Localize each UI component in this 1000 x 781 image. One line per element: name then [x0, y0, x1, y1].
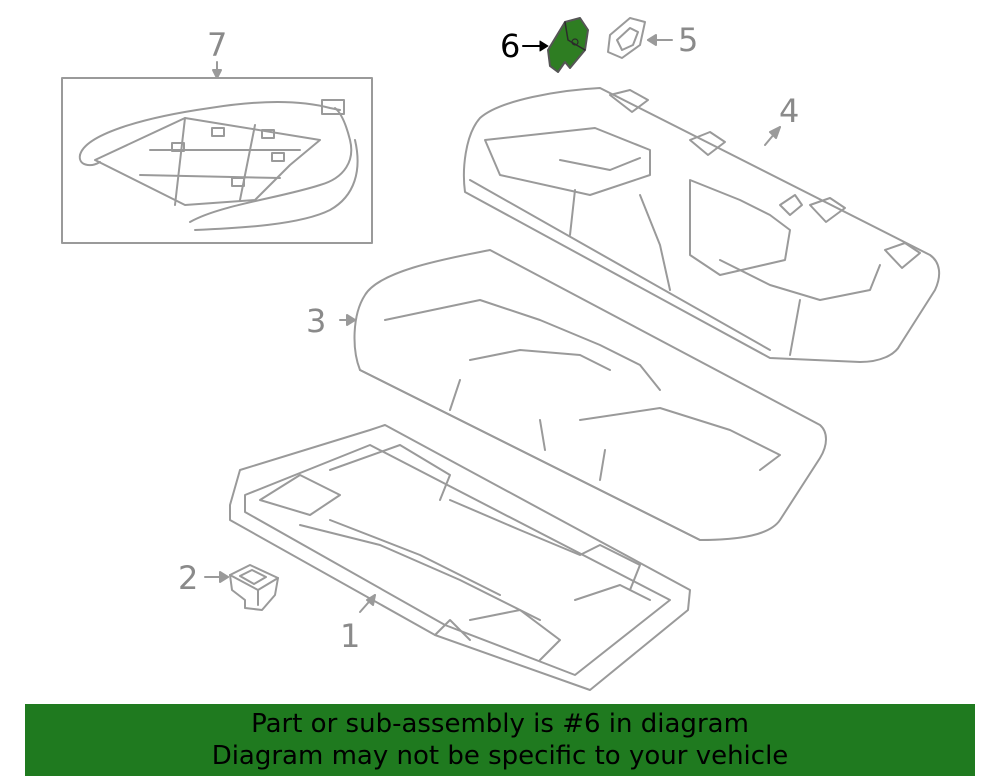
part-7-seat-heater[interactable] [61, 61, 373, 244]
banner-line-1: Part or sub-assembly is #6 in diagram [251, 709, 749, 739]
callout-5: 5 [678, 21, 699, 59]
callout-6: 6 [500, 27, 521, 65]
part-5-bezel[interactable] [607, 17, 673, 59]
info-banner: Part or sub-assembly is #6 in diagram Di… [25, 704, 975, 776]
callout-4: 4 [779, 92, 800, 130]
part-4-seat-back[interactable] [462, 87, 941, 363]
callout-3: 3 [306, 302, 327, 340]
part-1-seat-frame[interactable] [229, 424, 691, 691]
parts-diagram [61, 17, 941, 691]
part-3-seat-cushion[interactable] [339, 249, 827, 541]
inset-box [61, 77, 373, 244]
banner-line-2: Diagram may not be specific to your vehi… [211, 741, 789, 771]
callout-1: 1 [340, 617, 361, 655]
part-2-clip[interactable] [204, 564, 279, 611]
callout-7: 7 [207, 26, 228, 64]
callout-2: 2 [178, 559, 199, 597]
leader-arrowheads [212, 34, 781, 606]
part-6-highlighted-bracket[interactable] [522, 17, 589, 73]
